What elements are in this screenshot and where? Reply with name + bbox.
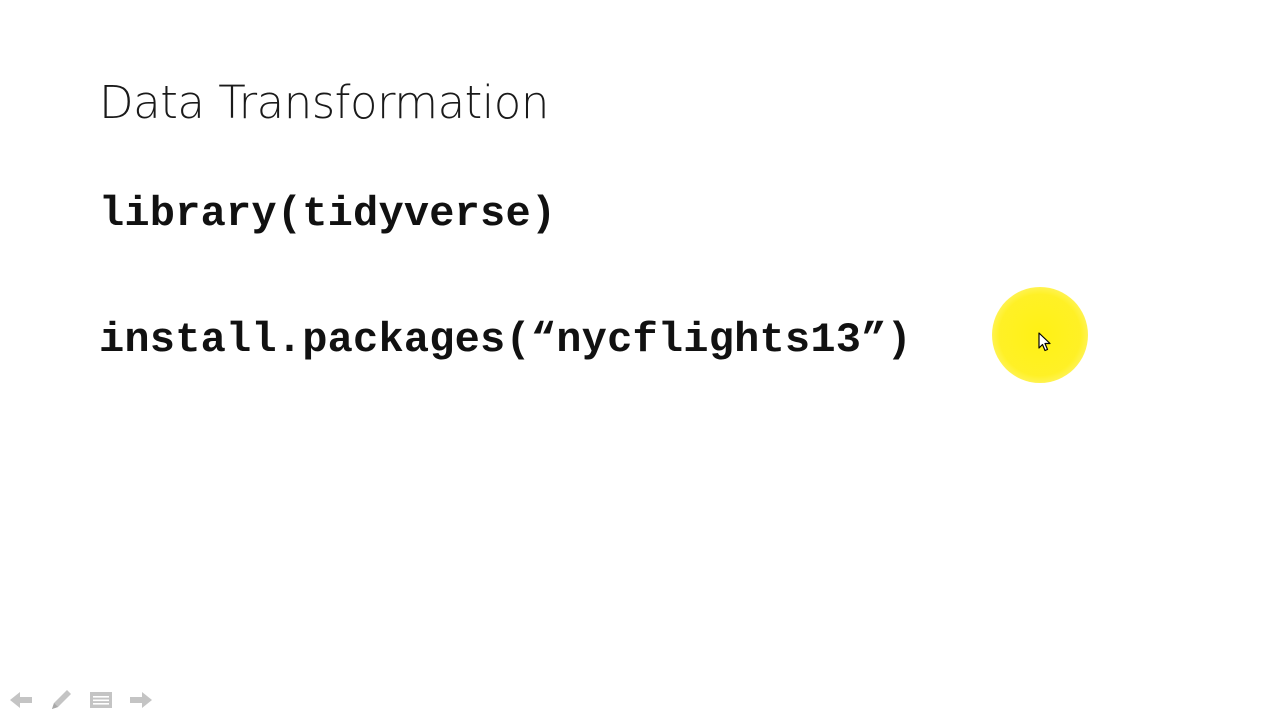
arrow-right-icon xyxy=(130,692,152,708)
next-slide-button[interactable] xyxy=(126,686,156,714)
slide-title: Data Transformation xyxy=(99,76,549,129)
code-line-install: install.packages(“nycflights13”) xyxy=(99,316,912,364)
pen-icon xyxy=(52,690,71,709)
arrow-left-icon xyxy=(10,692,32,708)
pen-tool-button[interactable] xyxy=(46,686,76,714)
slide-menu-button[interactable] xyxy=(86,686,116,714)
slides-menu-icon xyxy=(90,692,112,708)
slideshow-controls xyxy=(6,686,156,714)
previous-slide-button[interactable] xyxy=(6,686,36,714)
code-line-library: library(tidyverse) xyxy=(99,190,557,238)
mouse-cursor-icon xyxy=(1038,332,1051,352)
